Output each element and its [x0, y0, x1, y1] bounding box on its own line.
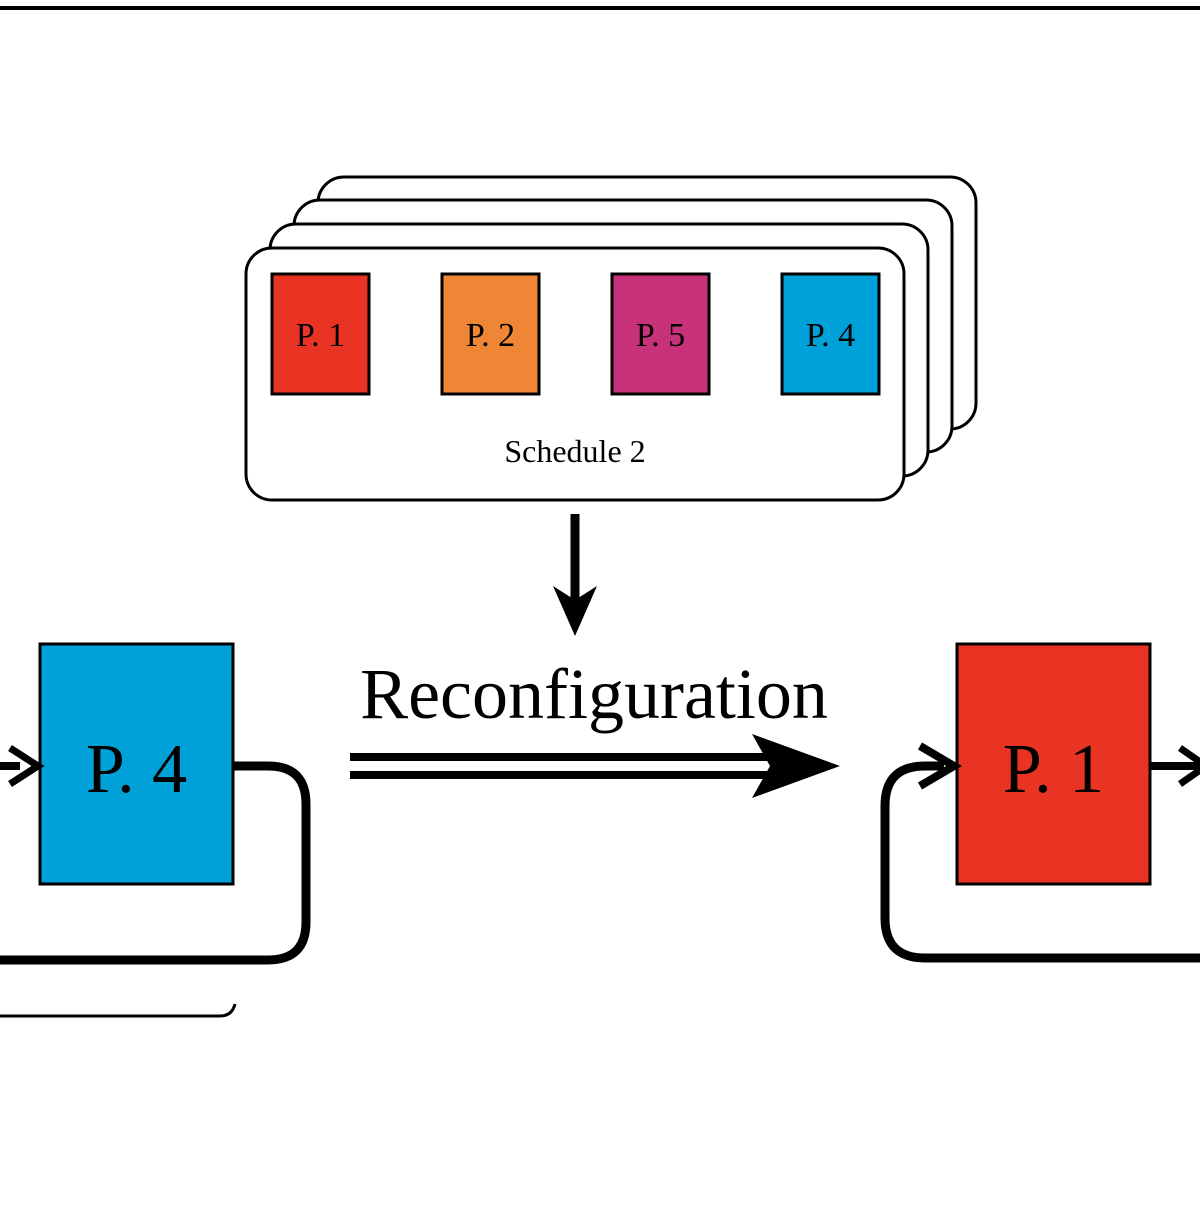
schedule-page-label: P. 1 [296, 317, 345, 354]
left-bracket [0, 1003, 237, 1018]
schedule-page-4: P. 4 [780, 272, 881, 396]
schedule-page-box [780, 272, 881, 396]
schedule-page-3: P. 5 [610, 272, 711, 396]
schedule-page-box [270, 272, 371, 396]
transition-label: Reconfiguration [360, 654, 828, 734]
left-process-block: P. 4 [38, 642, 235, 886]
left-process-label: P. 4 [86, 731, 187, 808]
right-outgoing-arrow [1150, 745, 1200, 787]
schedule-page-2: P. 2 [440, 272, 541, 396]
schedule-page-label: P. 5 [636, 317, 685, 354]
schedule-caption: Schedule 2 [504, 433, 645, 469]
left-incoming-arrow [0, 745, 45, 787]
schedule-page-label: P. 4 [806, 317, 855, 354]
schedule-card-front [244, 246, 906, 502]
right-process-block: P. 1 [955, 642, 1152, 886]
right-feedback-loop [880, 761, 1200, 963]
schedule-page-label: P. 2 [466, 317, 515, 354]
down-arrow [553, 514, 597, 636]
reconfiguration-arrow [350, 734, 840, 798]
right-process-box [955, 642, 1152, 886]
schedule-page-1: P. 1 [270, 272, 371, 396]
right-process-label: P. 1 [1003, 731, 1104, 808]
right-loop-arrowhead [917, 742, 962, 790]
left-feedback-loop [0, 761, 311, 965]
schedule-page-box [610, 272, 711, 396]
schedule-page-box [440, 272, 541, 396]
